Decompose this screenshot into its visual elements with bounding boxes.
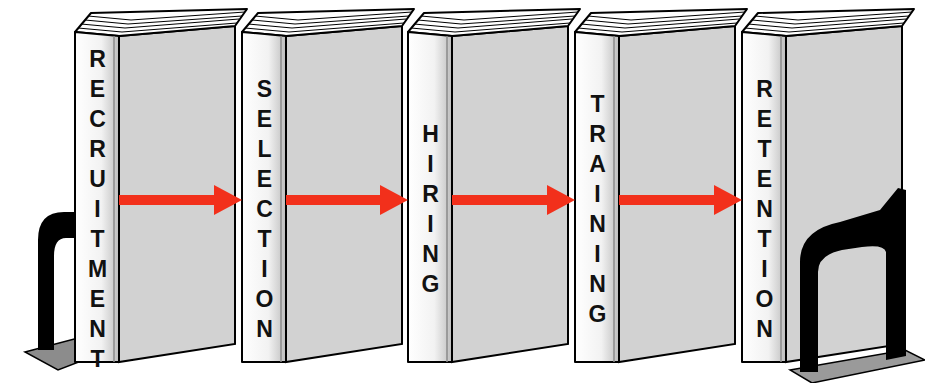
bookend: [800, 188, 906, 372]
arrow-head: [547, 185, 575, 215]
flow-arrow: [452, 185, 575, 215]
book-spine: RETENTION: [742, 30, 786, 362]
flow-arrow: [619, 185, 742, 215]
arrow-head: [380, 185, 408, 215]
book-spine: RECRUITMENT: [75, 30, 119, 362]
spine-title: RECRUITMENT: [84, 46, 111, 376]
arrow-head: [714, 185, 742, 215]
spine-title: SELECTION: [251, 76, 278, 346]
arrow-shaft: [452, 195, 549, 205]
arrow-shaft: [119, 195, 216, 205]
flow-arrow: [286, 185, 408, 215]
spine-title: RETENTION: [751, 76, 778, 346]
book: [242, 9, 414, 362]
flow-arrow: [119, 185, 242, 215]
book: [575, 9, 747, 362]
arrow-head: [214, 185, 242, 215]
bookend: [38, 212, 78, 350]
arrow-shaft: [286, 195, 382, 205]
arrow-shaft: [619, 195, 716, 205]
book-spine: SELECTION: [242, 30, 286, 362]
spine-title: HIRING: [417, 121, 444, 301]
book-spine: TRAINING: [575, 30, 619, 362]
spine-title: TRAINING: [584, 91, 611, 331]
book-spine: HIRING: [408, 30, 452, 362]
book: [408, 9, 580, 362]
